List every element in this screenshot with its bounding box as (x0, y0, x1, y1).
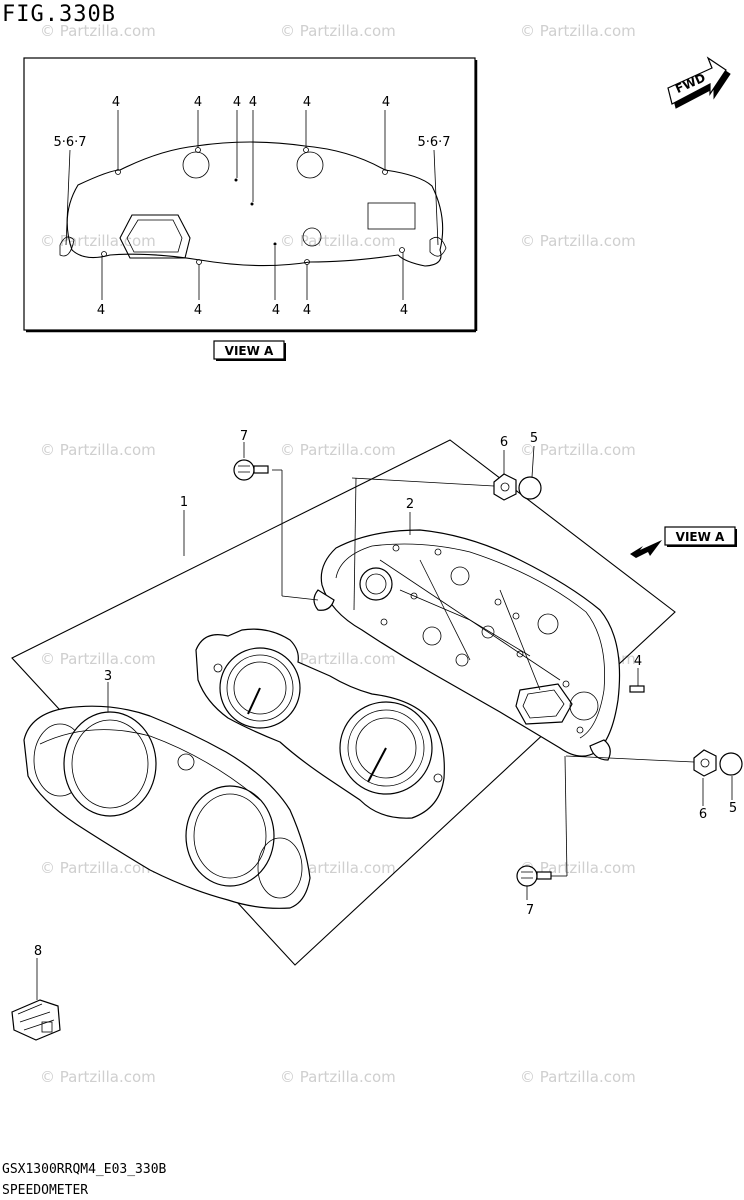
callout-5-top: 5 (530, 431, 538, 446)
watermark: © Partzilla.com (520, 232, 636, 250)
watermark: © Partzilla.com (520, 1068, 636, 1086)
connector: 8 (11, 944, 61, 1041)
callout-6-right: 6 (699, 807, 707, 822)
figure-title: FIG.330B (2, 2, 116, 27)
callout-5-6-7-right: 5·6·7 (417, 135, 450, 150)
view-a-pointer-text: VIEW A (676, 530, 725, 544)
watermark: © Partzilla.com (40, 1068, 156, 1086)
right-hardware: 4 6 5 (565, 654, 743, 822)
callout-4: 4 (194, 303, 202, 318)
watermark: © Partzilla.com (520, 441, 636, 459)
watermark: © Partzilla.com (40, 859, 156, 877)
watermark: © Partzilla.com (40, 441, 156, 459)
view-a-label: VIEW A (213, 340, 286, 361)
watermark: © Partzilla.com (280, 441, 396, 459)
callout-4: 4 (194, 95, 202, 110)
top-hardware: 7 6 5 (233, 429, 542, 611)
meter-case (313, 529, 621, 761)
callout-2: 2 (406, 497, 414, 512)
callout-8: 8 (34, 944, 42, 959)
callout-4: 4 (272, 303, 280, 318)
callout-4: 4 (233, 95, 241, 110)
view-a-pointer: VIEW A (630, 526, 737, 558)
view-a-text: VIEW A (225, 344, 274, 358)
callout-4: 4 (97, 303, 105, 318)
watermark: © Partzilla.com (40, 22, 156, 40)
callout-5-right: 5 (729, 801, 737, 816)
callout-4: 4 (303, 303, 311, 318)
callout-5-6-7-left: 5·6·7 (53, 135, 86, 150)
callout-7-top: 7 (240, 429, 248, 444)
watermark: © Partzilla.com (40, 232, 156, 250)
callout-4-right: 4 (634, 654, 642, 669)
watermark: © Partzilla.com (40, 650, 156, 668)
callout-4: 4 (400, 303, 408, 318)
diagram-name: SPEEDOMETER (2, 1183, 89, 1198)
watermark: © Partzilla.com (520, 22, 636, 40)
lens-cover (23, 705, 311, 909)
callout-4: 4 (249, 95, 257, 110)
watermark: © Partzilla.com (280, 22, 396, 40)
diagram-code: GSX1300RRQM4_E03_330B (2, 1162, 167, 1177)
callout-1: 1 (180, 495, 188, 510)
watermark: © Partzilla.com (280, 232, 396, 250)
watermark: © Partzilla.com (280, 650, 396, 668)
gauge-panel (195, 628, 445, 819)
callout-6-top: 6 (500, 435, 508, 450)
main-callouts: 1 2 3 (104, 495, 414, 712)
callout-4: 4 (112, 95, 120, 110)
view-a-detail: 4 4 4 4 4 4 5·6·7 5·6·7 4 4 4 4 4 (23, 57, 478, 333)
arrow-left-icon (630, 540, 662, 558)
callout-4: 4 (382, 95, 390, 110)
watermark: © Partzilla.com (280, 1068, 396, 1086)
callout-7-bottom: 7 (526, 903, 534, 918)
bottom-hardware: 7 (516, 755, 568, 918)
callout-4: 4 (303, 95, 311, 110)
fwd-arrow-icon: FWD (667, 56, 731, 109)
callout-3: 3 (104, 669, 112, 684)
